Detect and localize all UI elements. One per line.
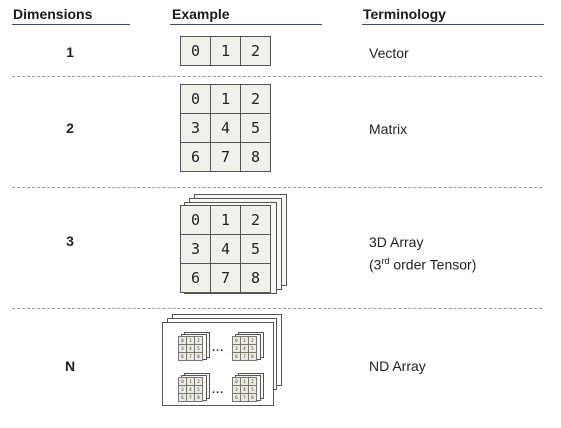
terminology-line-1: 3D Array	[369, 234, 424, 250]
mini-grid-cell: 5	[248, 344, 257, 353]
grid-cell: 8	[240, 142, 271, 172]
mini-grid-cell: 8	[194, 352, 203, 361]
mini-grid-cell: 1	[240, 336, 249, 345]
mini-grid-cell: 3	[232, 385, 241, 394]
terminology-line-2-post: order Tensor)	[389, 256, 477, 273]
header-underline-terminology	[362, 24, 544, 25]
mini-grid-cell: 2	[194, 336, 203, 345]
terminology-label: ND Array	[369, 358, 426, 374]
grid-cell: 7	[210, 142, 241, 172]
mini-grid-cell: 4	[240, 344, 249, 353]
mini-grid-cell: 2	[248, 336, 257, 345]
terminology-label: Vector	[369, 45, 409, 61]
grid-cell: 6	[180, 263, 211, 293]
mini-grid-cell: 6	[178, 352, 187, 361]
mini-grid-cell: 3	[178, 385, 187, 394]
grid-cell: 0	[180, 205, 211, 235]
mini-grid-cell: 1	[240, 377, 249, 386]
mini-grid-cell: 1	[186, 336, 195, 345]
mini-grid-cell: 7	[186, 393, 195, 402]
mini-grid-cell: 8	[248, 393, 257, 402]
header-dimensions: Dimensions	[13, 6, 93, 22]
grid-cell: 1	[210, 84, 241, 114]
mini-grid-cell: 8	[248, 352, 257, 361]
vector-grid: 0 1 2	[180, 36, 271, 66]
terminology-line-2-pre: (3	[369, 256, 382, 273]
row-divider	[12, 308, 542, 309]
grid-cell: 0	[180, 36, 211, 66]
mini-grid-cell: 4	[240, 385, 249, 394]
grid-cell: 5	[240, 234, 271, 264]
header-example: Example	[172, 6, 230, 22]
mini-grid-cell: 8	[194, 393, 203, 402]
dimension-label: 2	[66, 120, 74, 136]
row-divider	[12, 187, 542, 188]
grid-cell: 0	[180, 84, 211, 114]
header-underline-dimensions	[12, 24, 130, 25]
tensor-front-grid: 0 1 2 3 4 5 6 7 8	[180, 205, 271, 293]
mini-grid-cell: 7	[186, 352, 195, 361]
mini-grid-cell: 3	[178, 344, 187, 353]
mini-grid-cell: 0	[178, 377, 187, 386]
dimension-label: N	[64, 358, 76, 374]
mini-grid-cell: 6	[232, 352, 241, 361]
mini-grid-cell: 7	[240, 393, 249, 402]
grid-cell: 3	[180, 113, 211, 143]
grid-cell: 1	[210, 36, 241, 66]
grid-cell: 2	[240, 205, 271, 235]
terminology-line-2: (3rd order Tensor)	[369, 252, 476, 275]
dimension-label: 1	[66, 44, 74, 60]
header-terminology: Terminology	[363, 6, 446, 22]
mini-grid-cell: 5	[194, 385, 203, 394]
ordinal-superscript: rd	[381, 256, 390, 266]
grid-cell: 4	[210, 113, 241, 143]
mini-grid-cell: 7	[240, 352, 249, 361]
grid-cell: 3	[180, 234, 211, 264]
grid-cell: 2	[240, 84, 271, 114]
ellipsis: ...	[212, 384, 225, 396]
mini-grid-cell: 3	[232, 344, 241, 353]
grid-cell: 1	[210, 205, 241, 235]
mini-grid-cell: 4	[186, 344, 195, 353]
header-underline-example	[170, 24, 322, 25]
grid-cell: 2	[240, 36, 271, 66]
dimension-label: 3	[66, 233, 74, 249]
grid-cell: 5	[240, 113, 271, 143]
grid-cell: 7	[210, 263, 241, 293]
mini-grid-cell: 2	[248, 377, 257, 386]
mini-grid-cell: 0	[178, 336, 187, 345]
mini-grid-cell: 4	[186, 385, 195, 394]
mini-grid-cell: 0	[232, 336, 241, 345]
mini-grid-cell: 6	[232, 393, 241, 402]
mini-grid-cell: 5	[248, 385, 257, 394]
grid-cell: 8	[240, 263, 271, 293]
mini-grid-cell: 0	[232, 377, 241, 386]
mini-grid-cell: 1	[186, 377, 195, 386]
row-divider	[12, 76, 542, 77]
matrix-grid: 0 1 2 3 4 5 6 7 8	[180, 84, 271, 172]
grid-cell: 4	[210, 234, 241, 264]
ellipsis: ...	[212, 342, 225, 354]
grid-cell: 6	[180, 142, 211, 172]
terminology-label: Matrix	[369, 121, 408, 137]
mini-grid-cell: 5	[194, 344, 203, 353]
terminology-label: 3D Array (3rd order Tensor)	[369, 233, 476, 275]
mini-grid-cell: 6	[178, 393, 187, 402]
mini-grid-cell: 2	[194, 377, 203, 386]
